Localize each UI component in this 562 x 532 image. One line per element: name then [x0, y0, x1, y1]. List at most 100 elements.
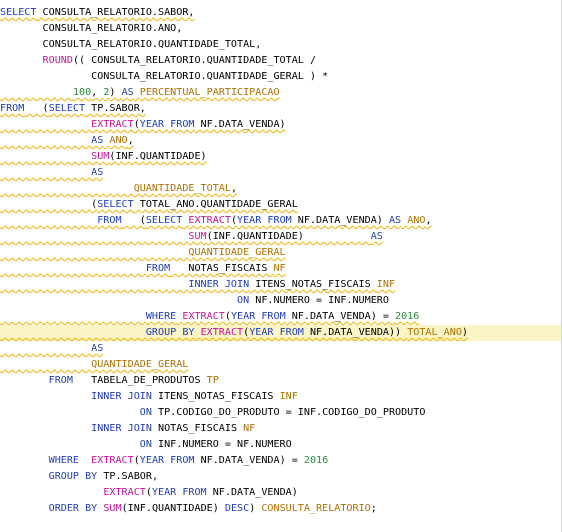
sql-alias: PERCENTUAL_PARTICIPACAO — [139, 87, 280, 98]
code-line[interactable]: WHERE EXTRACT(YEAR FROM NF.DATA_VENDA) =… — [0, 453, 561, 469]
sql-identifier: TP.SABOR, — [85, 103, 146, 114]
squiggle-underline: INNER JOIN ITENS_NOTAS_FISCAIS INF — [0, 279, 395, 290]
sql-keyword: GROUP BY — [145, 327, 195, 338]
code-line[interactable]: SELECT CONSULTA_RELATORIO.SABOR, — [0, 5, 561, 21]
sql-keyword: AS — [121, 87, 134, 98]
sql-keyword: ON — [237, 295, 250, 306]
sql-identifier — [0, 55, 43, 66]
sql-keyword: AS — [91, 135, 104, 146]
code-text: ON INF.NUMERO = NF.NUMERO — [0, 439, 292, 450]
sql-keyword: AS — [91, 343, 104, 354]
code-line[interactable]: SUM(INF.QUANTIDADE) AS — [0, 229, 561, 245]
sql-function: EXTRACT — [91, 455, 134, 466]
sql-alias: QUANTIDADE_TOTAL — [133, 183, 231, 194]
sql-identifier — [0, 295, 237, 306]
squiggle-underline: WHERE EXTRACT(YEAR FROM NF.DATA_VENDA) =… — [0, 311, 420, 322]
code-text: INNER JOIN NOTAS_FISCAIS NF — [0, 423, 255, 434]
sql-keyword: FROM — [0, 103, 25, 114]
code-line[interactable]: EXTRACT(YEAR FROM NF.DATA_VENDA) — [0, 485, 561, 501]
code-line[interactable]: FROM (SELECT TP.SABOR, — [0, 101, 561, 117]
code-line[interactable]: 100, 2) AS PERCENTUAL_PARTICIPACAO — [0, 85, 561, 101]
code-line[interactable]: ON INF.NUMERO = NF.NUMERO — [0, 437, 561, 453]
code-line[interactable]: SUM(INF.QUANTIDADE) — [0, 149, 561, 165]
sql-keyword: AS — [91, 167, 104, 178]
sql-keyword: YEAR FROM — [230, 311, 286, 322]
code-line[interactable]: QUANTIDADE_GERAL — [0, 357, 561, 373]
code-line[interactable]: QUANTIDADE_GERAL — [0, 245, 561, 261]
sql-identifier: , — [91, 87, 104, 98]
sql-identifier — [0, 135, 91, 146]
code-line[interactable]: FROM NOTAS_FISCAIS NF — [0, 261, 561, 277]
sql-keyword: AS — [388, 215, 402, 226]
code-line[interactable]: AS ANO, — [0, 133, 561, 149]
sql-identifier — [0, 247, 188, 258]
sql-identifier: (INF.QUANTIDADE) — [109, 151, 207, 162]
sql-keyword: SELECT — [97, 199, 134, 210]
sql-keyword: YEAR FROM — [151, 487, 207, 498]
sql-identifier: ITENS_NOTAS_FISCAIS — [249, 279, 377, 290]
sql-keyword: GROUP BY — [48, 471, 98, 482]
sql-function: EXTRACT — [200, 327, 244, 338]
code-line[interactable]: INNER JOIN ITENS_NOTAS_FISCAIS INF — [0, 389, 561, 405]
code-line[interactable]: ON TP.CODIGO_DO_PRODUTO = INF.CODIGO_DO_… — [0, 405, 561, 421]
squiggle-underline: FROM (SELECT EXTRACT(YEAR FROM NF.DATA_V… — [0, 215, 432, 226]
sql-keyword: FROM — [97, 215, 122, 226]
code-line[interactable]: GROUP BY EXTRACT(YEAR FROM NF.DATA_VENDA… — [0, 325, 561, 341]
sql-number: 2016 — [303, 455, 329, 466]
sql-identifier: ( — [224, 311, 231, 322]
code-line[interactable]: FROM (SELECT EXTRACT(YEAR FROM NF.DATA_V… — [0, 213, 561, 229]
sql-identifier: ( — [133, 455, 140, 466]
sql-identifier: NF.DATA_VENDA)) — [303, 327, 408, 338]
squiggle-underline: QUANTIDADE_GERAL — [0, 247, 285, 258]
sql-identifier: NOTAS_FISCAIS — [151, 423, 244, 434]
code-text: WHERE EXTRACT(YEAR FROM NF.DATA_VENDA) =… — [0, 455, 329, 466]
sql-identifier: ) — [461, 327, 468, 338]
sql-alias: NF — [273, 263, 286, 274]
sql-identifier — [0, 439, 140, 450]
squiggle-underline: QUANTIDADE_GERAL — [0, 359, 188, 370]
sql-identifier: ITENS_NOTAS_FISCAIS — [151, 391, 280, 402]
squiggle-underline: SELECT CONSULTA_RELATORIO.SABOR, — [0, 7, 194, 18]
code-line[interactable]: GROUP BY TP.SABOR, — [0, 469, 561, 485]
sql-identifier — [0, 423, 91, 434]
sql-function: SUM — [91, 151, 110, 162]
sql-alias: CONSULTA_RELATORIO — [261, 503, 371, 514]
code-line[interactable]: CONSULTA_RELATORIO.QUANTIDADE_TOTAL, — [0, 37, 561, 53]
sql-identifier — [0, 231, 188, 242]
code-text: ORDER BY SUM(INF.QUANTIDADE) DESC) CONSU… — [0, 503, 377, 514]
sql-identifier: TABELA_DE_PRODUTOS — [72, 375, 207, 386]
code-line[interactable]: INNER JOIN NOTAS_FISCAIS NF — [0, 421, 561, 437]
code-line[interactable]: AS — [0, 165, 561, 181]
sql-identifier: , — [230, 183, 238, 194]
code-line[interactable]: CONSULTA_RELATORIO.QUANTIDADE_GERAL ) * — [0, 69, 561, 85]
code-line[interactable]: WHERE EXTRACT(YEAR FROM NF.DATA_VENDA) =… — [0, 309, 561, 325]
sql-keyword: AS — [370, 231, 383, 242]
code-line[interactable]: QUANTIDADE_TOTAL, — [0, 181, 561, 197]
squiggle-underline: AS — [0, 167, 103, 178]
code-line[interactable]: INNER JOIN ITENS_NOTAS_FISCAIS INF — [0, 277, 561, 293]
sql-identifier: (INF.QUANTIDADE) — [206, 231, 371, 242]
sql-keyword: ON — [139, 407, 152, 418]
sql-identifier: TOTAL_ANO.QUANTIDADE_GERAL — [133, 199, 298, 210]
code-line[interactable]: ROUND(( CONSULTA_RELATORIO.QUANTIDADE_TO… — [0, 53, 561, 69]
squiggle-underline: SUM(INF.QUANTIDADE) — [0, 151, 207, 162]
sql-identifier: TP.SABOR, — [97, 471, 159, 482]
code-line[interactable]: CONSULTA_RELATORIO.ANO, — [0, 21, 561, 37]
sql-identifier: NF.DATA_VENDA) = — [285, 311, 396, 322]
sql-alias: INF — [376, 279, 396, 290]
sql-identifier: , — [425, 215, 432, 226]
code-text: CONSULTA_RELATORIO.QUANTIDADE_GERAL ) * — [0, 71, 328, 82]
code-line[interactable]: ON NF.NUMERO = INF.NUMERO — [0, 293, 561, 309]
code-line[interactable]: FROM TABELA_DE_PRODUTOS TP — [0, 373, 561, 389]
sql-identifier — [0, 167, 91, 178]
code-line[interactable]: (SELECT TOTAL_ANO.QUANTIDADE_GERAL — [0, 197, 561, 213]
code-line[interactable]: AS — [0, 341, 561, 357]
sql-identifier: NF.DATA_VENDA) — [194, 119, 286, 130]
code-line[interactable]: EXTRACT(YEAR FROM NF.DATA_VENDA) — [0, 117, 561, 133]
sql-function: EXTRACT — [182, 311, 225, 322]
code-line[interactable]: ORDER BY SUM(INF.QUANTIDADE) DESC) CONSU… — [0, 501, 561, 517]
sql-number: 100 — [72, 87, 92, 98]
sql-alias: QUANTIDADE_GERAL — [91, 359, 189, 370]
sql-alias: NF — [243, 423, 256, 434]
